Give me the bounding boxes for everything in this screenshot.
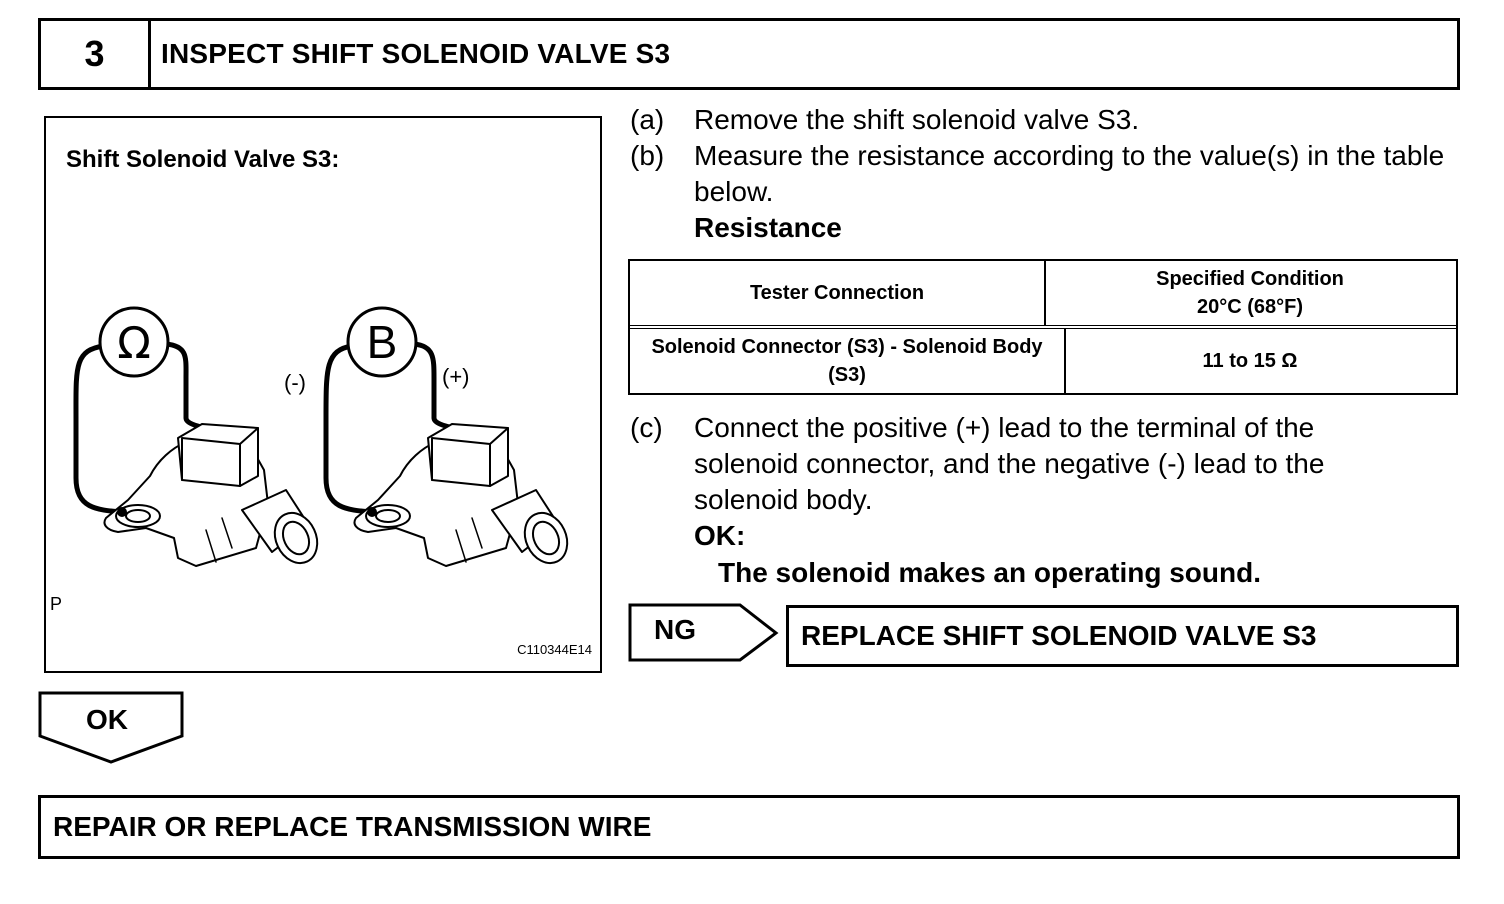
ng-result-box: REPLACE SHIFT SOLENOID VALVE S3 (786, 605, 1459, 667)
step-c-letter: (c) (630, 412, 663, 443)
step-c-text: Connect the positive (+) lead to the ter… (694, 412, 1325, 515)
step-a-letter: (a) (630, 104, 665, 135)
negative-lead-label: (-) (284, 370, 306, 395)
resistance-heading: Resistance (694, 212, 842, 243)
solenoid-diagram: Ω B (-) (+) (73, 306, 569, 567)
table-header-row: Tester Connection Specified Condition 20… (630, 261, 1456, 329)
step-number: 3 (41, 21, 151, 87)
table-header-cell: Specified Condition 20°C (68°F) (1156, 268, 1344, 318)
step-header: 3 INSPECT SHIFT SOLENOID VALVE S3 (38, 18, 1460, 90)
step-a-text: Remove the shift solenoid valve S3. (694, 104, 1140, 135)
step-title: INSPECT SHIFT SOLENOID VALVE S3 (161, 38, 671, 69)
figure-code: C110344E14 (517, 642, 592, 657)
resistance-table: Tester Connection Specified Condition 20… (628, 259, 1458, 395)
step-a: (a) Remove the shift solenoid valve S3. (630, 102, 1490, 138)
ng-label: NG (654, 614, 696, 645)
table-cell: 11 to 15 Ω (1202, 350, 1298, 372)
ohmmeter-assembly (73, 306, 319, 567)
table-header-cell: Tester Connection (630, 261, 1046, 325)
ok-result-box: REPAIR OR REPLACE TRANSMISSION WIRE (38, 795, 1460, 859)
table-cell: Solenoid Connector (S3) - Solenoid Body … (630, 329, 1066, 393)
ok-criteria-label: OK: (694, 520, 746, 551)
ok-criteria-text: The solenoid makes an operating sound. (718, 557, 1261, 588)
ok-label: OK (86, 704, 128, 735)
step-b: (b) Measure the resistance according to … (630, 138, 1490, 246)
battery-assembly (323, 306, 569, 567)
ok-arrow (38, 691, 184, 764)
figure-title: Shift Solenoid Valve S3: (66, 146, 340, 173)
step-b-text: Measure the resistance according to the … (694, 140, 1445, 207)
positive-lead-label: (+) (442, 364, 470, 389)
step-c: (c) Connect the positive (+) lead to the… (630, 410, 1490, 518)
ng-arrow (628, 603, 779, 662)
table-row: Solenoid Connector (S3) - Solenoid Body … (630, 329, 1456, 393)
battery-symbol: B (367, 316, 398, 368)
ohm-symbol: Ω (117, 318, 151, 369)
figure-corner-mark: P (50, 594, 63, 614)
solenoid-illustration: Shift Solenoid Valve S3: (44, 116, 602, 673)
step-b-letter: (b) (630, 140, 665, 171)
